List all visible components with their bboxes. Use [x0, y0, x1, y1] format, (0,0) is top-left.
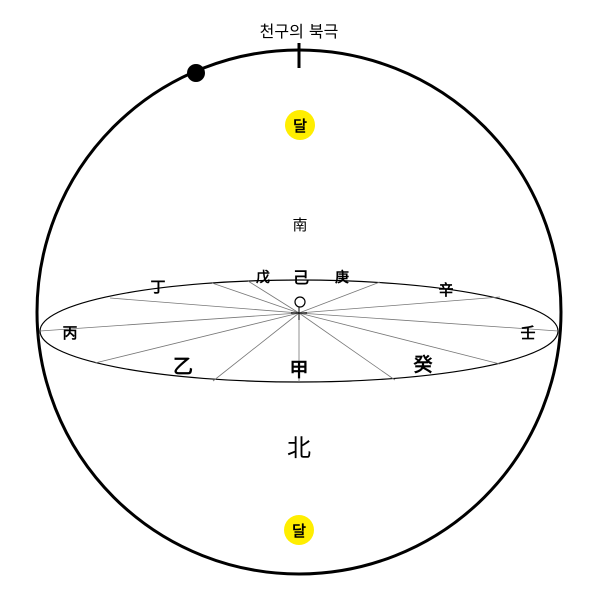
spoke-sin [298, 296, 501, 314]
celestial-north-pole-label: 천구의 북극 [260, 22, 339, 41]
horizon-spokes [39, 280, 559, 382]
spoke-eul-inner [212, 312, 300, 382]
spoke-mu [247, 280, 300, 314]
stem-gi: 己 [293, 268, 309, 287]
moon-upper: 달 [285, 110, 315, 140]
stem-gyeong: 庚 [335, 269, 349, 286]
moon-upper-label: 달 [293, 117, 307, 135]
moon-lower-label: 달 [292, 522, 306, 540]
spoke-eul [94, 312, 300, 364]
zenith-marker [294, 296, 306, 308]
stem-byeong: 丙 [62, 324, 77, 342]
stem-eul: 乙 [173, 354, 193, 378]
stem-gap: 甲 [289, 359, 308, 381]
spoke-jeong [109, 297, 300, 314]
spoke-gye [298, 312, 501, 365]
spoke-im [298, 312, 559, 332]
stem-mu: 戊 [256, 269, 270, 286]
stem-gye: 癸 [412, 353, 433, 376]
stem-jeong: 丁 [150, 278, 165, 296]
spoke-gye-inner [298, 312, 396, 381]
celestial-body [187, 64, 205, 82]
moon-lower-disc [284, 515, 314, 545]
spoke-jeong-inner [211, 282, 300, 314]
stem-im: 壬 [520, 324, 535, 342]
moon-lower: 달 [284, 515, 314, 545]
stem-sin: 辛 [438, 281, 453, 299]
south-label: 南 [292, 216, 307, 234]
moon-upper-disc [285, 110, 315, 140]
spoke-byeong [39, 312, 300, 332]
north-label: 北 [287, 434, 311, 462]
spoke-gyeong [298, 281, 381, 314]
